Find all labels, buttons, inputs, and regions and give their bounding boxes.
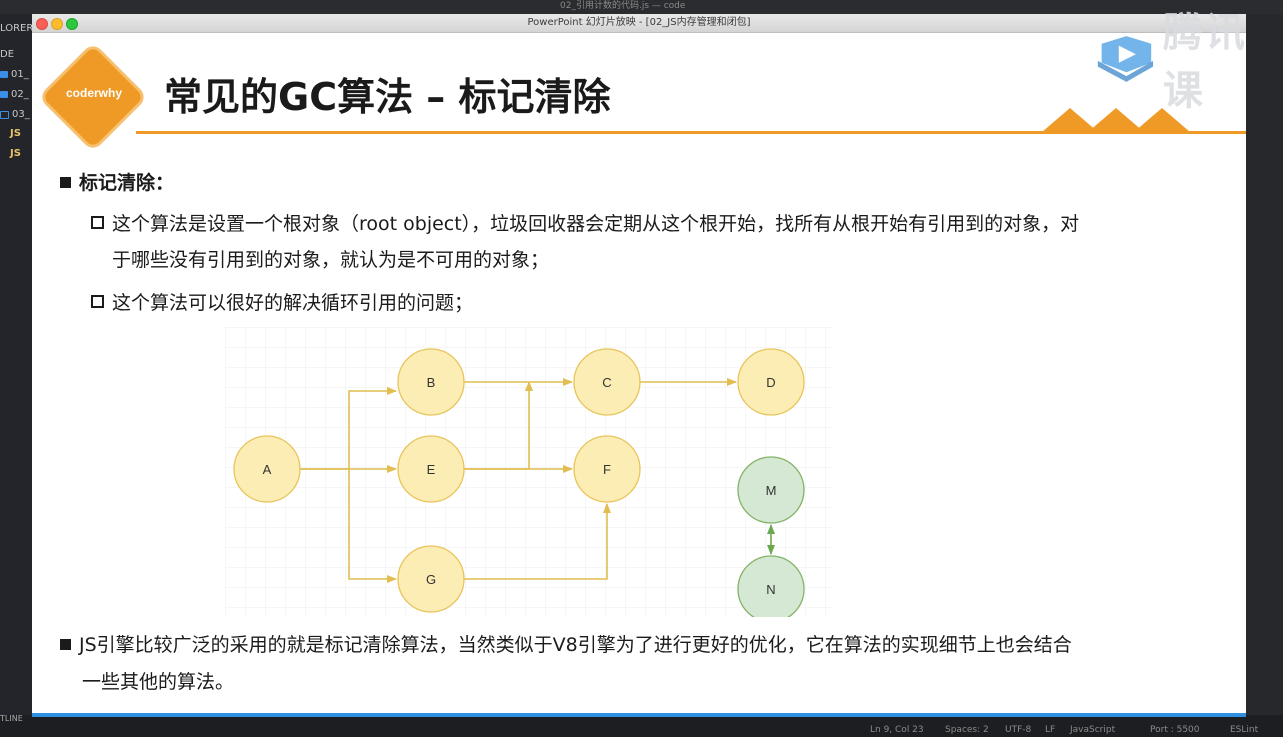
section-label: DE [0,49,15,60]
node-m: M [737,456,805,524]
minimize-window-button[interactable] [51,18,63,30]
node-circle [233,435,301,503]
node-a: A [233,435,301,503]
node-d: D [737,348,805,416]
status-encoding[interactable]: UTF-8 [1005,725,1032,735]
hollow-square-icon [91,295,104,308]
editor-statusbar [0,715,1283,737]
edge-a-g [348,469,397,583]
maximize-window-button[interactable] [66,18,78,30]
node-circle [573,348,641,416]
tencent-class-logo [1097,36,1154,82]
folder-icon [0,91,8,98]
node-circle [397,348,465,416]
node-f: F [573,435,641,503]
window-title: PowerPoint 幻灯片放映 - [02_JS内存管理和闭包] [527,17,751,28]
node-circle [737,348,805,416]
node-e: E [397,435,465,503]
node-circle [397,545,465,613]
node-circle [397,435,465,503]
status-port[interactable]: Port : 5500 [1150,725,1200,735]
slideshow-window: PowerPoint 幻灯片放映 - [02_JS内存管理和闭包] coderw… [32,14,1246,714]
editor-titlebar: 02_引用计数的代码.js — code [0,0,1283,14]
node-circle [573,435,641,503]
bullet-js-engine-cont: 一些其他的算法。 [82,671,235,693]
status-eol[interactable]: LF [1045,725,1056,735]
sidebar-item-folder-03[interactable]: 03_ [0,109,30,120]
explorer-label: LORER [0,23,34,34]
bullet-square-icon [60,177,71,188]
js-file-icon: JS [10,128,21,139]
node-b: B [397,348,465,416]
sidebar-item-folder-01[interactable]: 01_ [0,69,29,80]
node-label: N [766,582,775,597]
node-label: D [766,375,775,390]
js-file-icon: JS [10,148,21,159]
sub-bullet-2: 这个算法可以很好的解决循环引用的问题； [91,288,473,318]
node-label: F [603,462,611,477]
node-g: G [397,545,465,613]
mountain-decoration [1042,108,1190,132]
status-spaces[interactable]: Spaces: 2 [945,725,989,735]
node-n: N [737,555,805,617]
window-bottom-accent [32,713,1246,717]
slide-title: 常见的GC算法 – 标记清除 [164,75,611,119]
editor-right-panel [1246,14,1283,737]
bullet-js-engine: JS引擎比较广泛的采用的就是标记清除算法，当然类似于V8引擎为了进行更好的优化，… [60,630,1072,660]
editor-title: 02_引用计数的代码.js — code [560,1,686,11]
hollow-square-icon [91,216,104,229]
folder-icon [0,71,8,78]
sidebar-item-js-file-2[interactable]: JS [0,148,21,159]
node-label: A [263,462,272,477]
node-label: B [427,375,436,390]
node-label: C [602,375,611,390]
status-eslint[interactable]: ESLint [1230,725,1259,735]
tencent-class-watermark: 腾讯课 [1094,0,1283,116]
folder-outline-icon [0,110,9,119]
outline-label: TLINE [0,714,23,723]
watermark-text: 腾讯课 [1162,10,1247,114]
logo-text: coderwhy [65,86,122,100]
sub-bullet-1: 这个算法是设置一个根对象（root object），垃圾回收器会定期从这个根开始… [91,209,1079,239]
bullet-mark-sweep: 标记清除： [60,168,174,198]
status-cursor[interactable]: Ln 9, Col 23 [870,725,924,735]
window-titlebar: PowerPoint 幻灯片放映 - [02_JS内存管理和闭包] [32,14,1246,33]
mark-sweep-diagram: A B C D E F G M N [225,327,833,617]
node-label: E [427,462,436,477]
bullet-square-icon [60,639,71,650]
status-language[interactable]: JavaScript [1070,725,1116,735]
node-circle [737,555,805,617]
sidebar-item-js-file-1[interactable]: JS [0,128,21,139]
explorer-sidebar: LORER DE 01_ 02_ 03_ JS JS [0,14,34,737]
node-circle [737,456,805,524]
close-window-button[interactable] [36,18,48,30]
node-c: C [573,348,641,416]
node-label: M [766,483,777,498]
sub-bullet-1-cont: 于哪些没有引用到的对象，就认为是不可用的对象； [112,249,550,271]
edge-g-f [464,503,611,580]
node-label: G [426,572,436,587]
title-underline [136,131,1246,134]
sidebar-item-folder-02[interactable]: 02_ [0,89,29,100]
